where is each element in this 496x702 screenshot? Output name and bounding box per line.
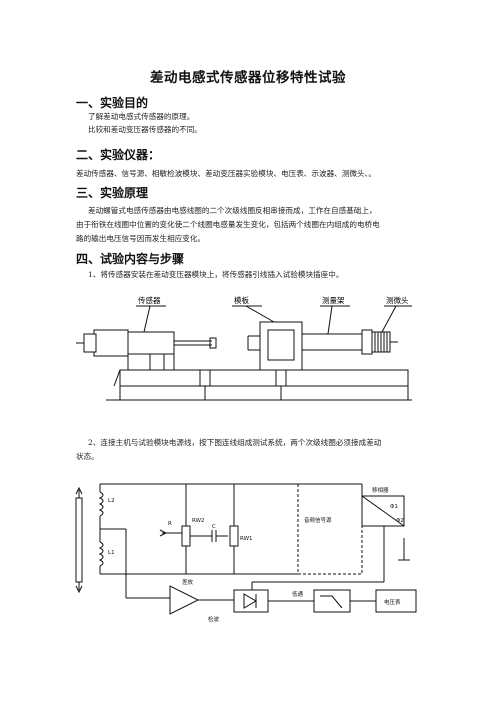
paragraph-line: 了解差动电感式传感器的原理。	[88, 112, 195, 121]
label-measure-frame: 测量架	[322, 296, 345, 305]
section-heading-principle: 三、实验原理	[76, 186, 149, 200]
paragraph-line: 差动螺管式电感传感器由电感线圈的二个次级线圈反相串接而成，工作在自感基础上，	[88, 206, 377, 215]
label-detector: 检波	[208, 615, 220, 623]
label-module: 模板	[234, 295, 249, 305]
audio-source-box	[297, 483, 363, 575]
paragraph-line: 差动传感器、信号源、相敏检波模块、差动变压器实验模块、电压表、示波器、测微头、。	[76, 169, 376, 178]
section-heading-instruments: 二、实验仪器：	[76, 148, 161, 162]
coil-l2	[98, 491, 104, 517]
label-r: R	[168, 521, 172, 527]
test-circuit-figure: L2 L1 R RW2 C RW1 音频信号源 移相器 Φ1 Φ2 差放 检波 …	[75, 483, 417, 623]
module-block	[259, 321, 303, 371]
label-amplifier: 差放	[182, 578, 194, 586]
page-title: 差动电感式传感器位移特性试验	[150, 70, 346, 86]
label-lowpass: 低通	[292, 590, 304, 598]
label-c: C	[212, 524, 216, 530]
paragraph-line: 1、将传感器安装在差动变压器模块上，将传感器引线插入试验模块插座中。	[88, 270, 344, 279]
label-voltmeter: 电压表	[384, 598, 401, 606]
label-rw1: RW1	[240, 536, 253, 542]
sensor-assembly-figure: 传感器 模板 测量架 测微头	[76, 295, 412, 401]
coil-l1	[98, 541, 104, 567]
label-audio-source: 音频信号源	[304, 516, 332, 524]
label-sensor: 传感器	[138, 295, 161, 305]
label-l2: L2	[108, 498, 115, 504]
paragraph-line: 路的输出电压信号因而发生相应变化。	[76, 234, 206, 243]
differential-amplifier	[169, 585, 200, 615]
label-rw2: RW2	[192, 518, 205, 524]
paragraph-line: 比较和差动变压器传感器的不同。	[88, 125, 202, 134]
phase-shifter-box	[361, 495, 405, 527]
section-heading-procedure: 四、试验内容与步骤	[76, 252, 185, 266]
sensor-body	[127, 331, 175, 355]
section-heading-objective: 一、实验目的	[76, 96, 149, 110]
voltmeter-box	[375, 589, 417, 613]
paragraph-line: 状态。	[76, 452, 99, 461]
base-plate	[119, 369, 409, 387]
label-phase-shifter: 移相器	[372, 486, 389, 494]
detector-box	[233, 589, 269, 613]
paragraph-line: 2、连接主机与试验模块电源线，按下图连线组成测试系统，两个次级线圈必须接成差动	[88, 438, 382, 447]
label-phi2: Φ2	[396, 518, 404, 524]
paragraph-line: 由于衔铁在线圈中位置的变化使二个线圈电感量发生变化，包括两个线圈在内组成的电桥电	[76, 220, 380, 229]
lowpass-box	[313, 589, 351, 613]
sensor-rod	[75, 497, 83, 583]
label-l1: L1	[108, 550, 115, 556]
label-micrometer: 测微头	[386, 295, 409, 305]
label-phi1: Φ1	[390, 504, 398, 510]
